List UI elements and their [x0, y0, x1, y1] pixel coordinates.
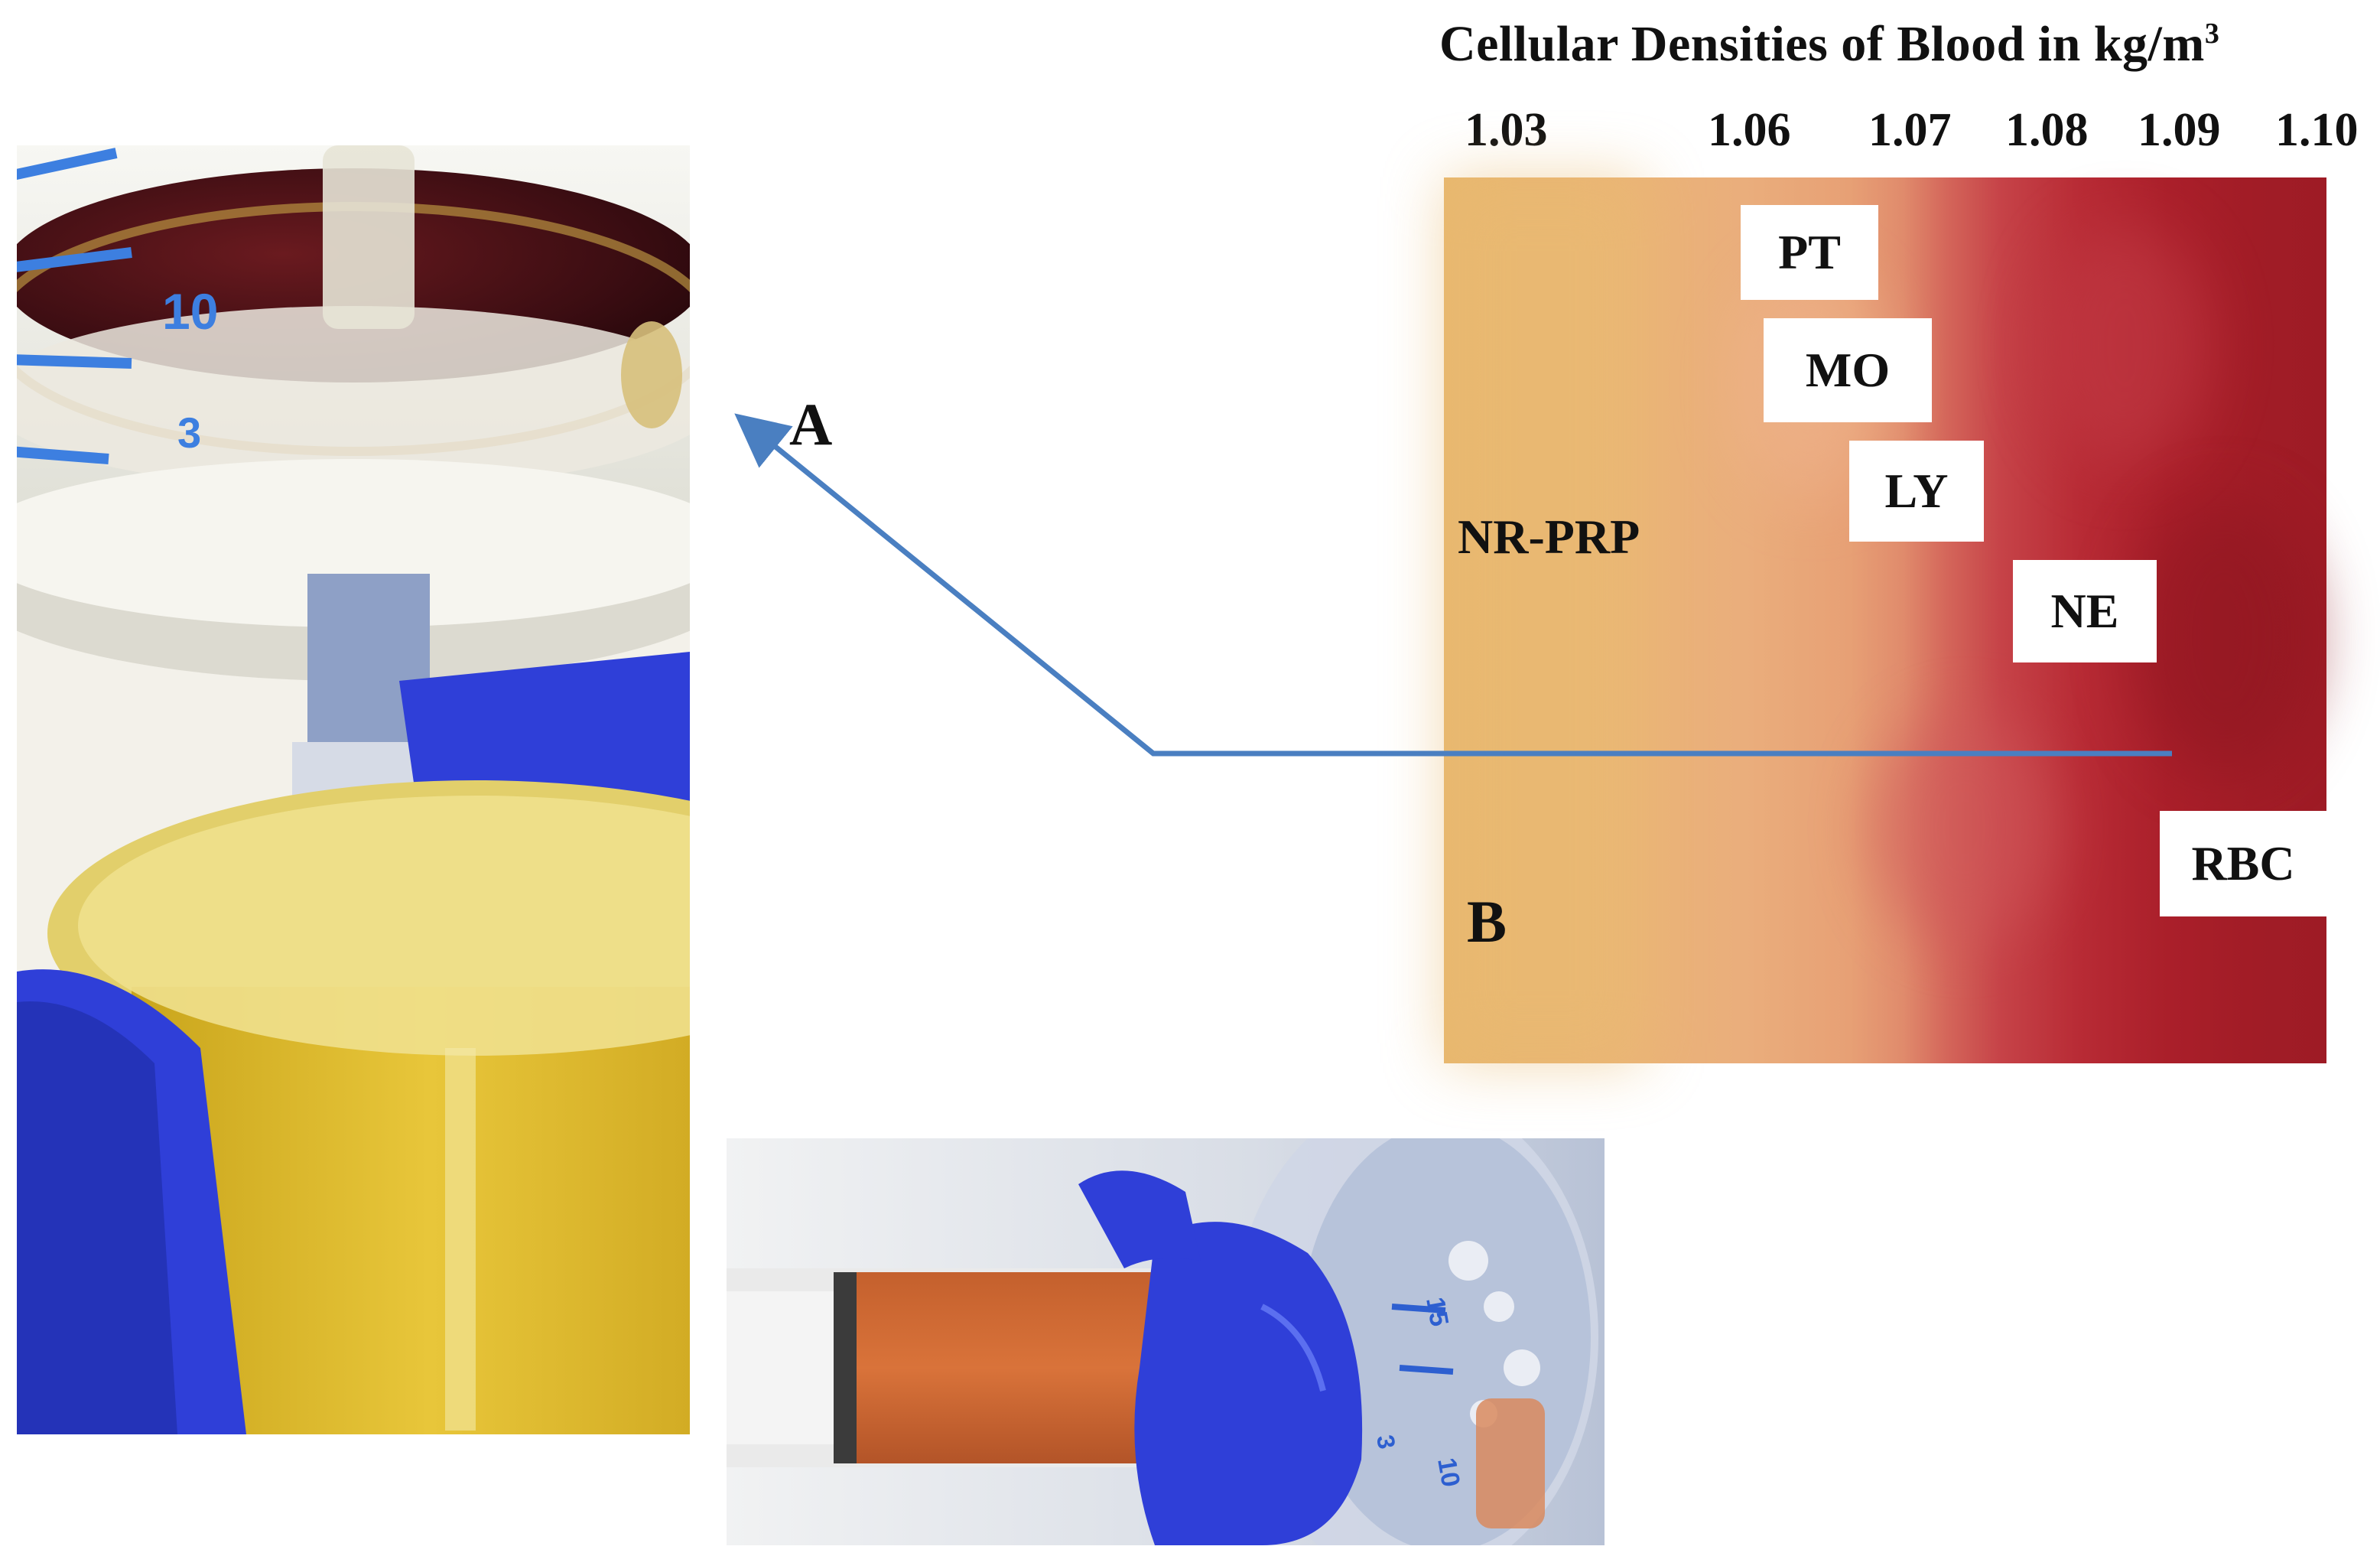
scale-marks: 10 3	[17, 148, 218, 464]
panel-letter-b: B	[1467, 888, 1507, 955]
scale-mark-10: 10	[162, 283, 218, 340]
chart-title: Cellular Densities of Blood in kg/m3	[1439, 16, 2220, 72]
syringe-photo: 15 10 3	[727, 1138, 1605, 1545]
scale-mark-3: 3	[1371, 1433, 1401, 1451]
label-pt: PT	[1741, 205, 1878, 300]
scale-mark-3: 3	[177, 409, 201, 457]
label-ne: NE	[2013, 560, 2157, 662]
label-mo: MO	[1764, 318, 1932, 422]
glove	[1134, 1222, 1363, 1545]
scale-mark-10: 10	[1432, 1456, 1465, 1489]
density-tick-1-10: 1.10	[2275, 104, 2359, 156]
label-nr-prp: NR-PRP	[1458, 509, 1640, 564]
label-ly: LY	[1849, 441, 1984, 542]
density-tick-1-07: 1.07	[1868, 104, 1952, 156]
scale-marks: 15 10 3	[1371, 1295, 1465, 1489]
density-gradient-panel	[1444, 177, 2326, 1063]
density-tick-1-09: 1.09	[2138, 104, 2221, 156]
density-tick-1-03: 1.03	[1465, 104, 1548, 156]
label-rbc: RBC	[2160, 811, 2326, 916]
density-tick-1-06: 1.06	[1708, 104, 1791, 156]
density-tick-1-08: 1.08	[2005, 104, 2089, 156]
centrifuge-container-photo: 10 3	[17, 145, 690, 1434]
panel-letter-a: A	[789, 391, 833, 457]
